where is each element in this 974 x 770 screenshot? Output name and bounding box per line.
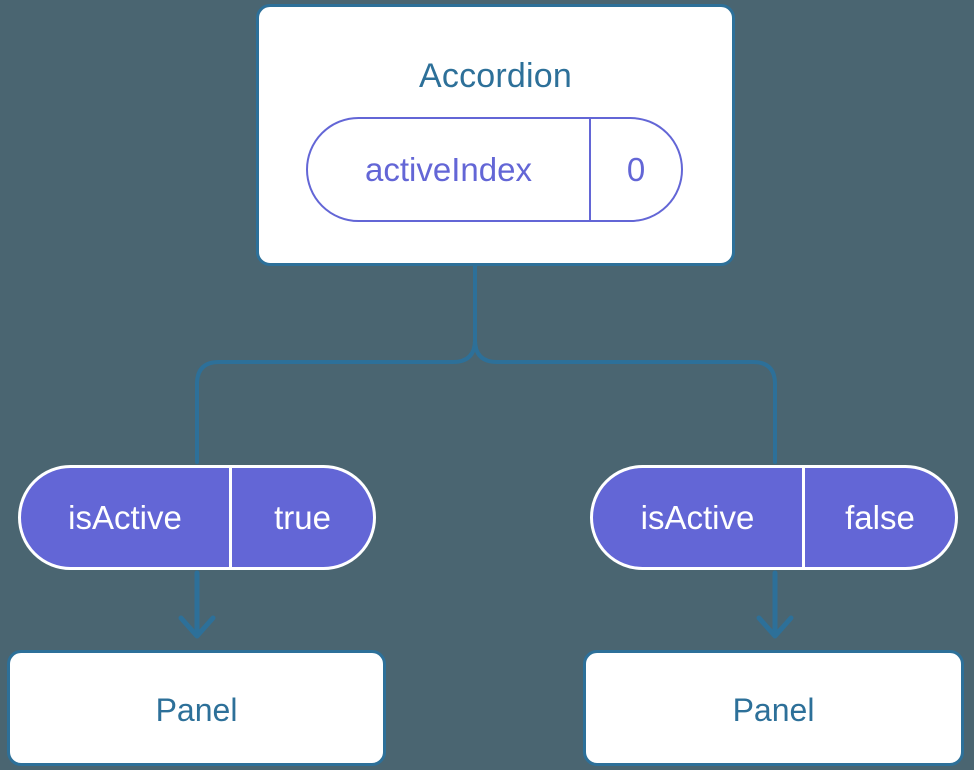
accordion-state-value: 0 xyxy=(626,150,646,188)
accordion-state-key: activeIndex xyxy=(308,119,591,220)
connector-root-to-right xyxy=(473,264,777,464)
connector-root-to-left xyxy=(195,264,477,464)
left-panel-card[interactable]: Panel xyxy=(7,650,386,766)
arrow-left-head-icon xyxy=(178,615,216,639)
right-prop-key: isActive xyxy=(593,468,805,567)
left-prop-key: isActive xyxy=(21,468,232,567)
accordion-title: Accordion xyxy=(419,57,572,95)
arrow-right-head-icon xyxy=(756,615,794,639)
right-prop-value: false xyxy=(845,498,915,536)
left-panel-title: Panel xyxy=(155,692,238,728)
left-prop-pill[interactable]: isActive true xyxy=(18,465,376,570)
accordion-state-pill[interactable]: activeIndex 0 xyxy=(306,117,683,222)
right-prop-pill[interactable]: isActive false xyxy=(590,465,958,570)
right-panel-title: Panel xyxy=(732,692,815,728)
left-prop-value: true xyxy=(274,498,331,536)
right-panel-card[interactable]: Panel xyxy=(583,650,964,766)
